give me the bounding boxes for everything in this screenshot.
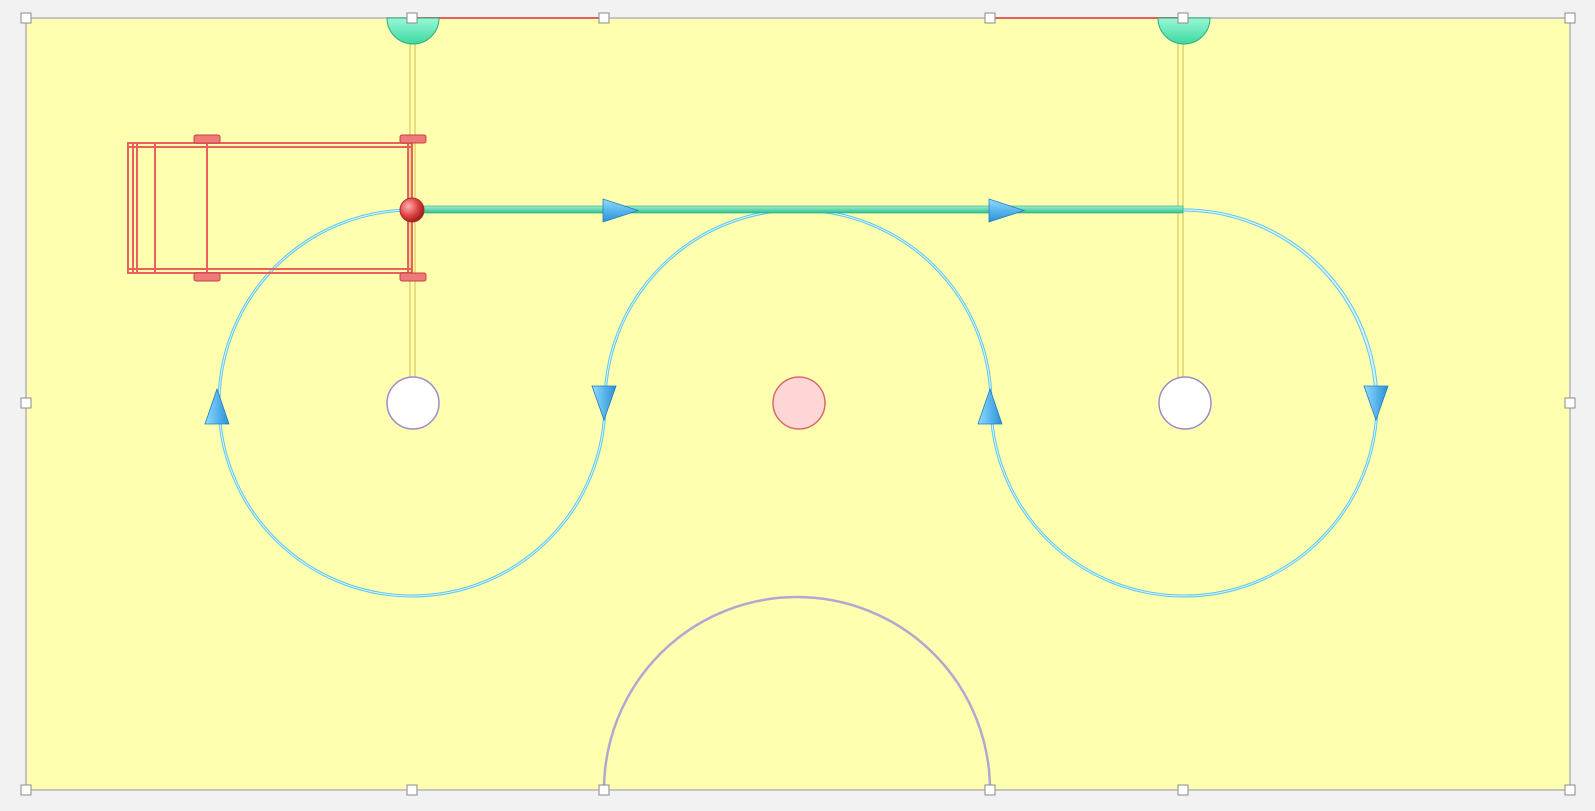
straight-track (411, 205, 1184, 214)
bottom-arc (602, 595, 992, 791)
handle-top-right[interactable] (1564, 12, 1576, 24)
arrow-right-2 (988, 198, 1026, 223)
arrow-up-left (204, 387, 230, 425)
loop-paths-inner (218, 209, 1378, 597)
arrow-down-middle-left (591, 385, 617, 422)
handle-bottom-3[interactable] (984, 784, 996, 796)
handle-bottom-1[interactable] (406, 784, 418, 796)
center-target (772, 376, 826, 430)
handle-bottom-2[interactable] (598, 784, 610, 796)
handle-bottom-left[interactable] (20, 784, 32, 796)
handle-top-4[interactable] (1177, 12, 1189, 24)
right-loop-highlight-a (990, 209, 1378, 597)
wheel-top-left (193, 134, 221, 144)
wheel-top-right (399, 134, 427, 144)
handle-mid-left[interactable] (20, 397, 32, 409)
selection-handles[interactable] (20, 12, 1576, 796)
handle-top-2[interactable] (598, 12, 610, 24)
wheel-bottom-left (193, 272, 221, 282)
dock-left (386, 17, 440, 45)
arrow-up-middle-right (977, 387, 1003, 425)
left-loop-highlight (218, 209, 606, 597)
arrow-down-right (1363, 385, 1389, 422)
handle-bottom-4[interactable] (1177, 784, 1189, 796)
handle-top-3[interactable] (984, 12, 996, 24)
handle-mid-right[interactable] (1564, 397, 1576, 409)
arrow-right-1 (602, 198, 640, 223)
right-loop-highlight-b (1182, 209, 1377, 404)
crane-gantry (127, 142, 413, 274)
robot-sphere (399, 197, 425, 223)
direction-arrows (204, 198, 1389, 425)
handle-top-1[interactable] (406, 12, 418, 24)
crane-wheels (193, 134, 427, 282)
waypoint-right (1158, 376, 1212, 430)
waypoint-left (386, 376, 440, 430)
dock-right (1157, 17, 1211, 45)
handle-bottom-right[interactable] (1564, 784, 1576, 796)
wheel-bottom-right (399, 272, 427, 282)
handle-top-left[interactable] (20, 12, 32, 24)
